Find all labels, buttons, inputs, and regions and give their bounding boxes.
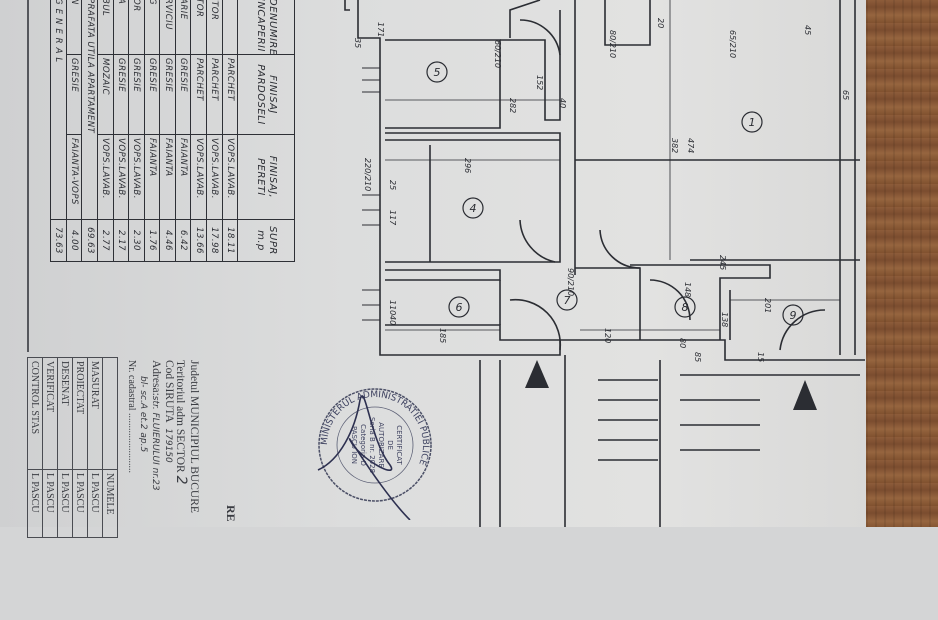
dimension-label: 382 [670, 138, 679, 153]
room-number: 4 [470, 202, 477, 215]
stamp-text: Categoria D [359, 424, 367, 466]
room-number: 1 [749, 116, 756, 129]
official-stamp: MINISTERUL ADMINISTRATIEI PUBLICE CERTIF… [317, 388, 432, 520]
paper-sheet [0, 0, 866, 527]
dimension-label: 110 [388, 300, 397, 315]
dimension-label: 296 [463, 158, 472, 173]
compass-icon [525, 360, 549, 388]
wooden-table-surface [866, 0, 938, 527]
dimension-label: 65/210 [728, 30, 737, 58]
signature [317, 395, 411, 520]
dimension-label: 35 [353, 38, 362, 48]
dimension-label: 120 [603, 328, 612, 343]
stamp-text: CERTIFICAT [395, 425, 403, 465]
room-marker: 9 [782, 304, 804, 326]
dimension-lines [385, 0, 840, 331]
room-number: 8 [682, 301, 689, 314]
dimension-label: 25 [388, 180, 397, 190]
stamp-text: AUTORIZARE [377, 422, 385, 468]
room-number: 6 [456, 301, 463, 314]
north-arrows [525, 360, 817, 410]
windows [362, 67, 380, 321]
dimension-label: 45 [803, 25, 812, 35]
stamp-text: DE [386, 440, 394, 450]
dimension-label: 85 [693, 352, 702, 362]
dimension-label: 474 [686, 138, 695, 153]
dimension-label: 201 [763, 298, 772, 313]
room-number: 5 [434, 66, 441, 79]
dimension-label: 60/210 [493, 40, 502, 68]
compass-icon [793, 380, 817, 410]
room-marker: 7 [556, 289, 578, 311]
room-marker: 8 [674, 296, 696, 318]
dimension-label: 20 [656, 18, 665, 28]
dimension-label: 117 [388, 210, 397, 226]
dimension-label: 15 [756, 352, 765, 362]
dimension-label: 90/210 [566, 268, 575, 296]
dimension-label: 40 [388, 315, 397, 325]
dimension-label: 220/210 [363, 158, 372, 191]
dimension-label: 148 [683, 282, 692, 297]
dimension-label: 282 [508, 98, 517, 113]
dimension-label: 80 [678, 338, 687, 348]
room-marker: 4 [462, 197, 484, 219]
room-marker: 5 [426, 61, 448, 83]
stamp-text: Seria B nr. 2028 [368, 417, 376, 473]
room-number: 7 [564, 294, 571, 307]
room-marker: 1 [741, 111, 763, 133]
room-marker: 6 [448, 296, 470, 318]
dimension-label: 65 [841, 90, 850, 100]
dimension-label: 138 [720, 312, 729, 327]
dimension-label: 40 [558, 98, 567, 108]
dimension-label: 185 [438, 328, 447, 343]
dimension-label: 80/210 [608, 30, 617, 58]
dimension-label: 245 [718, 255, 727, 270]
floor-plan: 5 1 4 6 7 8 9 171 282 152 40 296 474 382 245 201 148 138… [344, 0, 865, 527]
dimension-label: 152 [535, 75, 544, 90]
room-number: 9 [790, 309, 797, 322]
frame-line [27, 0, 29, 352]
walls [344, 0, 865, 527]
dimension-label: 171 [376, 22, 385, 37]
